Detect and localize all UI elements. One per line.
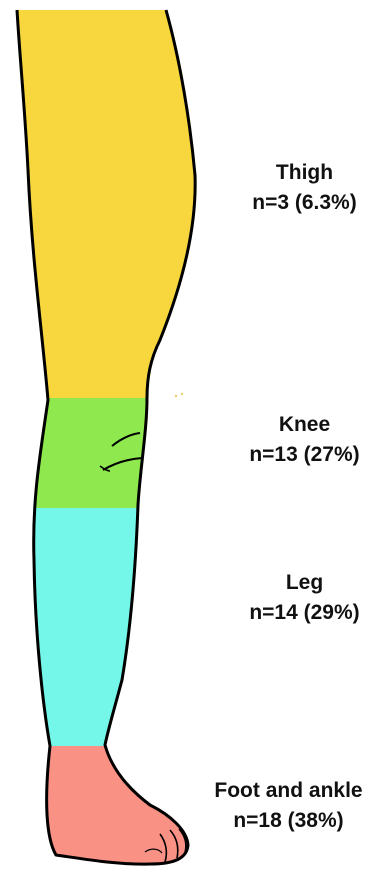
stray-mark — [181, 393, 183, 395]
knee-name: Knee — [222, 410, 387, 440]
foot-label: Foot and ankle n=18 (38%) — [190, 776, 387, 836]
knee-label: Knee n=13 (27%) — [222, 410, 387, 470]
leg-stat: n=14 (29%) — [222, 598, 387, 628]
stray-mark — [175, 395, 177, 397]
thigh-label: Thigh n=3 (6.3%) — [222, 158, 387, 218]
thigh-stat: n=3 (6.3%) — [222, 188, 387, 218]
knee-stat: n=13 (27%) — [222, 440, 387, 470]
thigh-name: Thigh — [222, 158, 387, 188]
leg-label: Leg n=14 (29%) — [222, 568, 387, 628]
leg-name: Leg — [222, 568, 387, 598]
foot-name: Foot and ankle — [190, 776, 387, 806]
foot-stat: n=18 (38%) — [190, 806, 387, 836]
thigh-region — [0, 0, 260, 398]
